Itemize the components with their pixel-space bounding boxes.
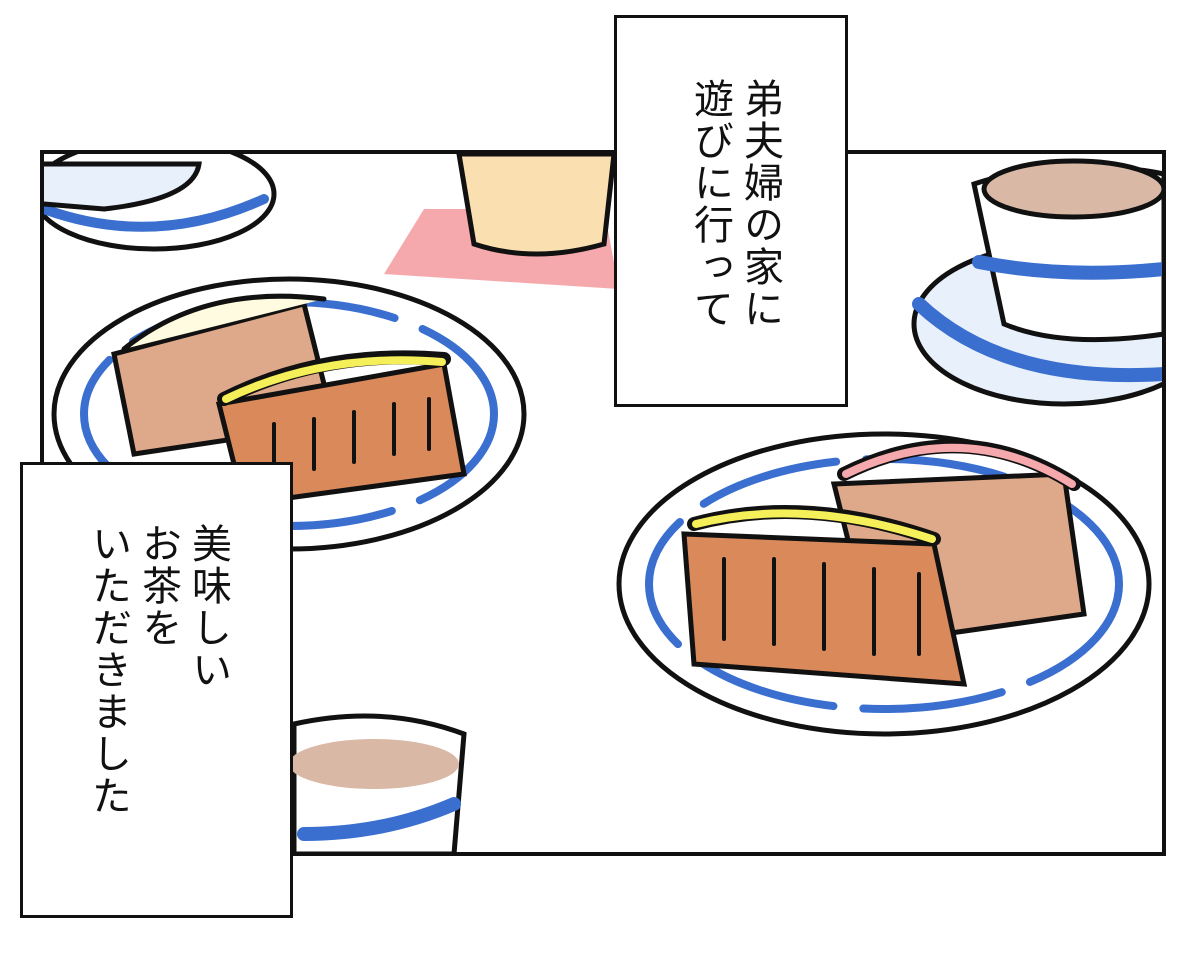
- caption-line: 美味しい: [185, 523, 231, 691]
- caption-line: 弟夫婦の家に: [737, 78, 783, 330]
- caption-text-top: 弟夫婦の家に 遊びに行って: [685, 78, 785, 330]
- caption-line: 遊びに行って: [687, 78, 733, 330]
- caption-text-bottom: 美味しい お茶を いただきました: [83, 523, 233, 817]
- caption-line: いただきました: [85, 523, 131, 817]
- top-right-cup: [911, 158, 1162, 407]
- comic-panel: [40, 150, 1166, 856]
- bottom-cup: [289, 713, 467, 852]
- top-left-cup: [44, 154, 277, 252]
- right-plate: [616, 431, 1152, 737]
- juice-glass: [384, 154, 619, 289]
- caption-box-top: 弟夫婦の家に 遊びに行って: [614, 15, 848, 407]
- table-scene-illustration: [44, 154, 1162, 852]
- caption-line: お茶を: [135, 523, 181, 649]
- caption-box-bottom: 美味しい お茶を いただきました: [20, 462, 293, 918]
